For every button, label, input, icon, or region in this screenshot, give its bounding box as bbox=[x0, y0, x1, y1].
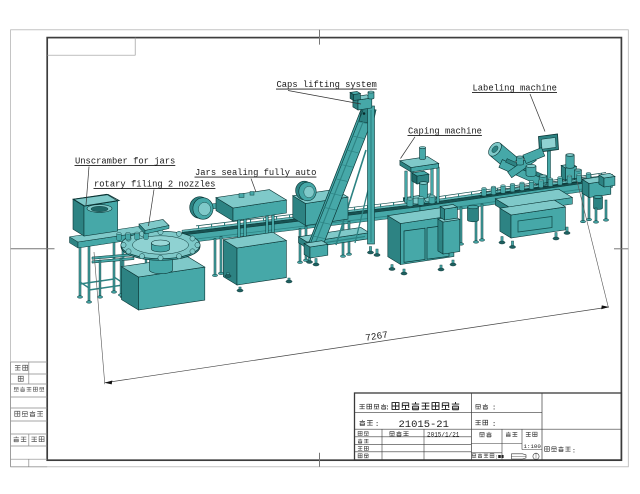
svg-text:1:100: 1:100 bbox=[524, 443, 542, 450]
svg-text:Unscramber for jars: Unscramber for jars bbox=[75, 157, 175, 167]
svg-text::: : bbox=[375, 421, 379, 429]
svg-text:2015/1/21: 2015/1/21 bbox=[427, 432, 460, 439]
svg-text:Labeling machine: Labeling machine bbox=[473, 84, 557, 94]
svg-text::: : bbox=[492, 421, 496, 429]
svg-text::: : bbox=[492, 405, 496, 413]
svg-text:21015-21: 21015-21 bbox=[399, 419, 449, 431]
svg-text:7267: 7267 bbox=[365, 329, 389, 343]
svg-text:Caping machine: Caping machine bbox=[408, 127, 482, 137]
svg-text::: : bbox=[386, 405, 390, 413]
svg-text:Jars sealing fully auto: Jars sealing fully auto bbox=[195, 168, 316, 178]
svg-text::: : bbox=[572, 448, 576, 455]
svg-text:Caps lifting system: Caps lifting system bbox=[277, 80, 377, 90]
svg-text::: : bbox=[495, 455, 498, 461]
svg-text:rotary filing 2 nozzles: rotary filing 2 nozzles bbox=[94, 180, 215, 190]
